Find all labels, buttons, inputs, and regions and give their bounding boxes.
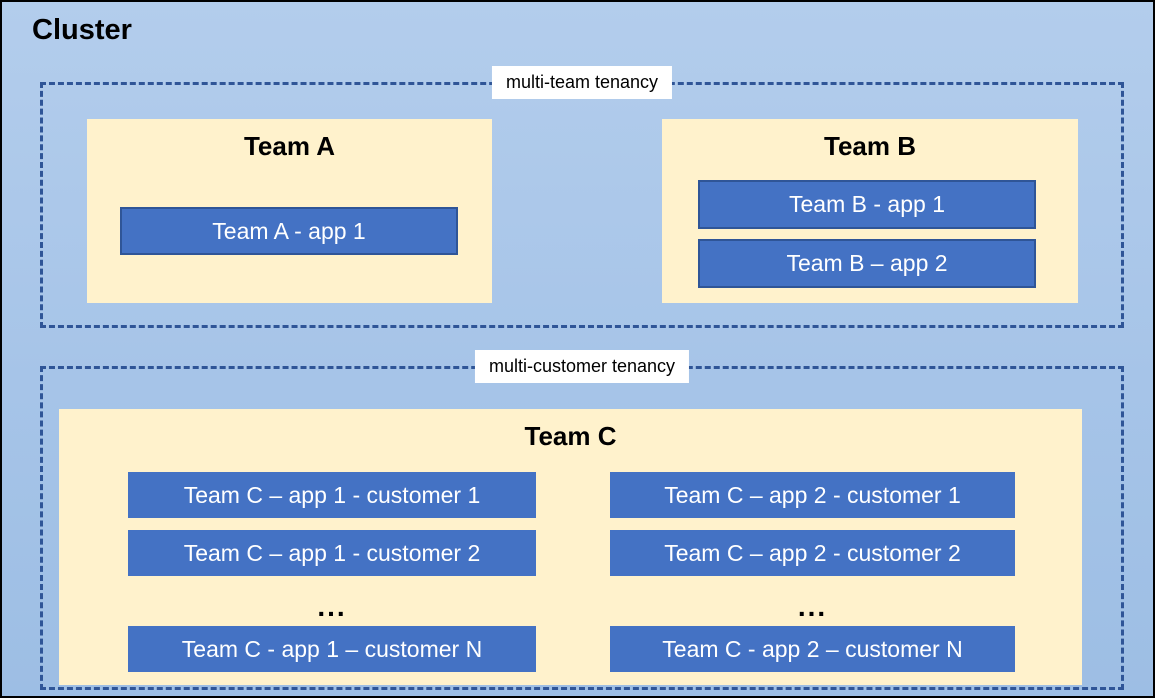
- multi-team-tenancy-section: multi-team tenancy Team A Team A - app 1…: [40, 66, 1124, 328]
- multi-customer-tenancy-label: multi-customer tenancy: [474, 350, 690, 384]
- team-c-app1-ellipsis: ...: [317, 591, 347, 622]
- multi-team-tenancy-label: multi-team tenancy: [491, 66, 673, 100]
- team-b-title: Team B: [824, 131, 916, 161]
- team-c-app2-customer2-box: Team C – app 2 - customer 2: [610, 530, 1015, 576]
- team-b-box: Team B Team B - app 1 Team B – app 2: [662, 119, 1078, 303]
- team-c-app-2-column: Team C – app 2 - customer 1 Team C – app…: [610, 472, 1015, 684]
- team-c-app2-customerN-box: Team C - app 2 – customer N: [610, 626, 1015, 672]
- team-a-title: Team A: [243, 131, 336, 161]
- team-c-box: Team C Team C – app 1 - customer 1 Team …: [59, 409, 1082, 685]
- team-c-app2-customer1-box: Team C – app 2 - customer 1: [610, 472, 1015, 518]
- team-c-title: Team C: [524, 421, 617, 451]
- team-c-app2-ellipsis: ...: [797, 591, 828, 622]
- team-a-app-1-box: Team A - app 1: [120, 207, 458, 255]
- team-a-box: Team A Team A - app 1: [87, 119, 492, 303]
- team-c-app1-customer1-box: Team C – app 1 - customer 1: [128, 472, 536, 518]
- cluster-title: Cluster: [32, 14, 132, 46]
- team-c-app-1-column: Team C – app 1 - customer 1 Team C – app…: [128, 472, 536, 684]
- team-c-app1-customerN-box: Team C - app 1 – customer N: [128, 626, 536, 672]
- team-b-app-2-box: Team B – app 2: [698, 239, 1036, 288]
- team-b-app-1-box: Team B - app 1: [698, 180, 1036, 229]
- multi-customer-tenancy-section: multi-customer tenancy Team C Team C – a…: [40, 350, 1124, 690]
- team-c-app1-customer2-box: Team C – app 1 - customer 2: [128, 530, 536, 576]
